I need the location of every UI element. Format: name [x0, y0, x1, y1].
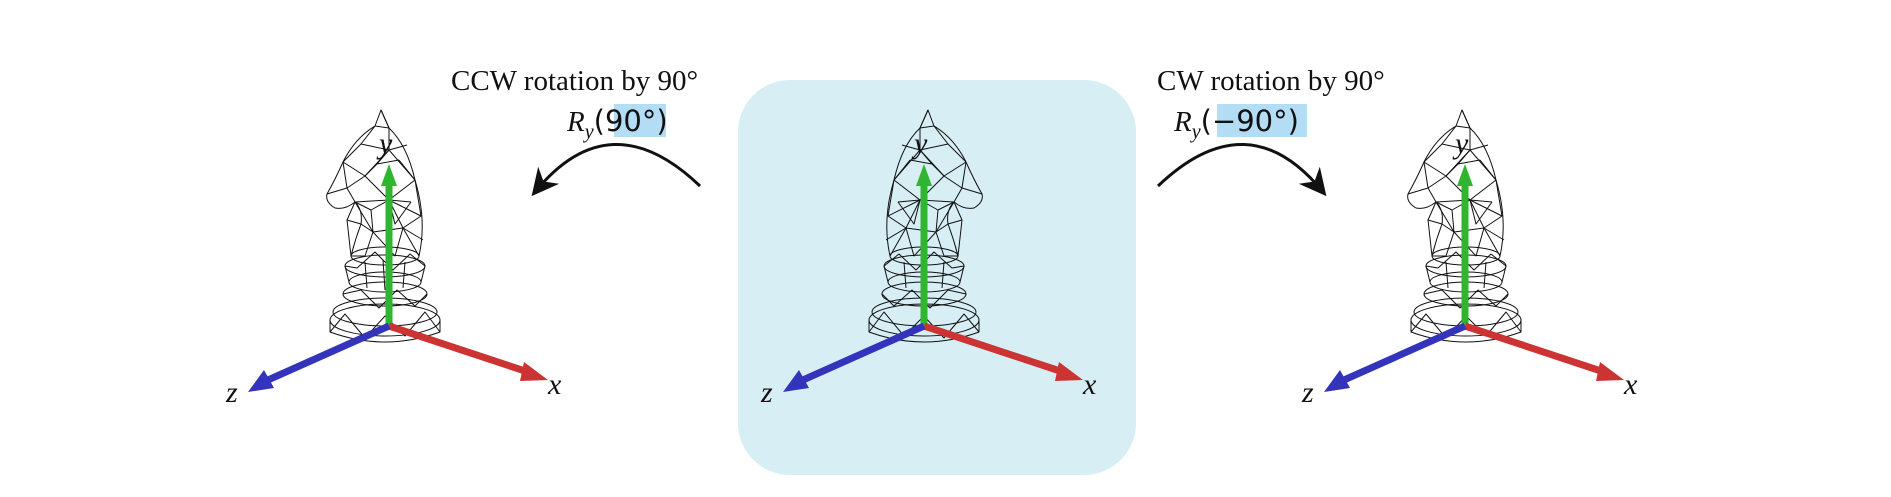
center-x-axis-head — [1055, 362, 1083, 381]
right-z-label: z — [1301, 376, 1314, 409]
center-x-axis — [922, 322, 1065, 376]
right-angle-highlight — [1217, 104, 1307, 137]
left-y-label: y — [376, 127, 393, 160]
left-z-axis — [266, 322, 391, 384]
right-x-axis — [1463, 322, 1606, 376]
left-annotation: CCW rotation by 90° Ry(90°) — [451, 65, 702, 197]
center-y-label: y — [911, 127, 928, 160]
right-y-axis-head — [1457, 164, 1473, 186]
right-operator: Ry(−90°) — [1173, 104, 1299, 143]
left-z-axis-head — [248, 370, 274, 392]
right-caption: CW rotation by 90° — [1157, 65, 1385, 97]
right-z-axis — [1342, 322, 1467, 384]
left-figure: y x z — [225, 109, 562, 409]
left-operator: Ry(90°) — [566, 104, 668, 143]
right-z-axis-head — [1324, 370, 1350, 392]
right-annotation: CW rotation by 90° Ry(−90°) — [1156, 65, 1385, 197]
center-y-axis-head — [916, 164, 932, 186]
center-panel — [738, 80, 1136, 475]
left-y-axis-head — [381, 164, 397, 186]
center-z-axis — [801, 322, 926, 384]
center-z-axis-head — [783, 370, 809, 392]
center-z-label: z — [760, 376, 773, 409]
left-z-label: z — [225, 376, 238, 409]
right-y-label: y — [1452, 127, 1469, 160]
right-cw-arrow — [1156, 142, 1327, 197]
left-caption: CCW rotation by 90° — [451, 65, 698, 97]
right-x-label: x — [1623, 368, 1638, 401]
center-figure: y x z — [760, 109, 1097, 409]
left-x-label: x — [547, 368, 562, 401]
left-angle-highlight — [614, 104, 666, 137]
left-ccw-arrow — [531, 142, 702, 197]
left-x-axis — [387, 322, 530, 376]
right-figure: y x z — [1301, 109, 1638, 409]
left-x-axis-head — [520, 362, 548, 381]
center-x-label: x — [1082, 368, 1097, 401]
right-x-axis-head — [1596, 362, 1624, 381]
